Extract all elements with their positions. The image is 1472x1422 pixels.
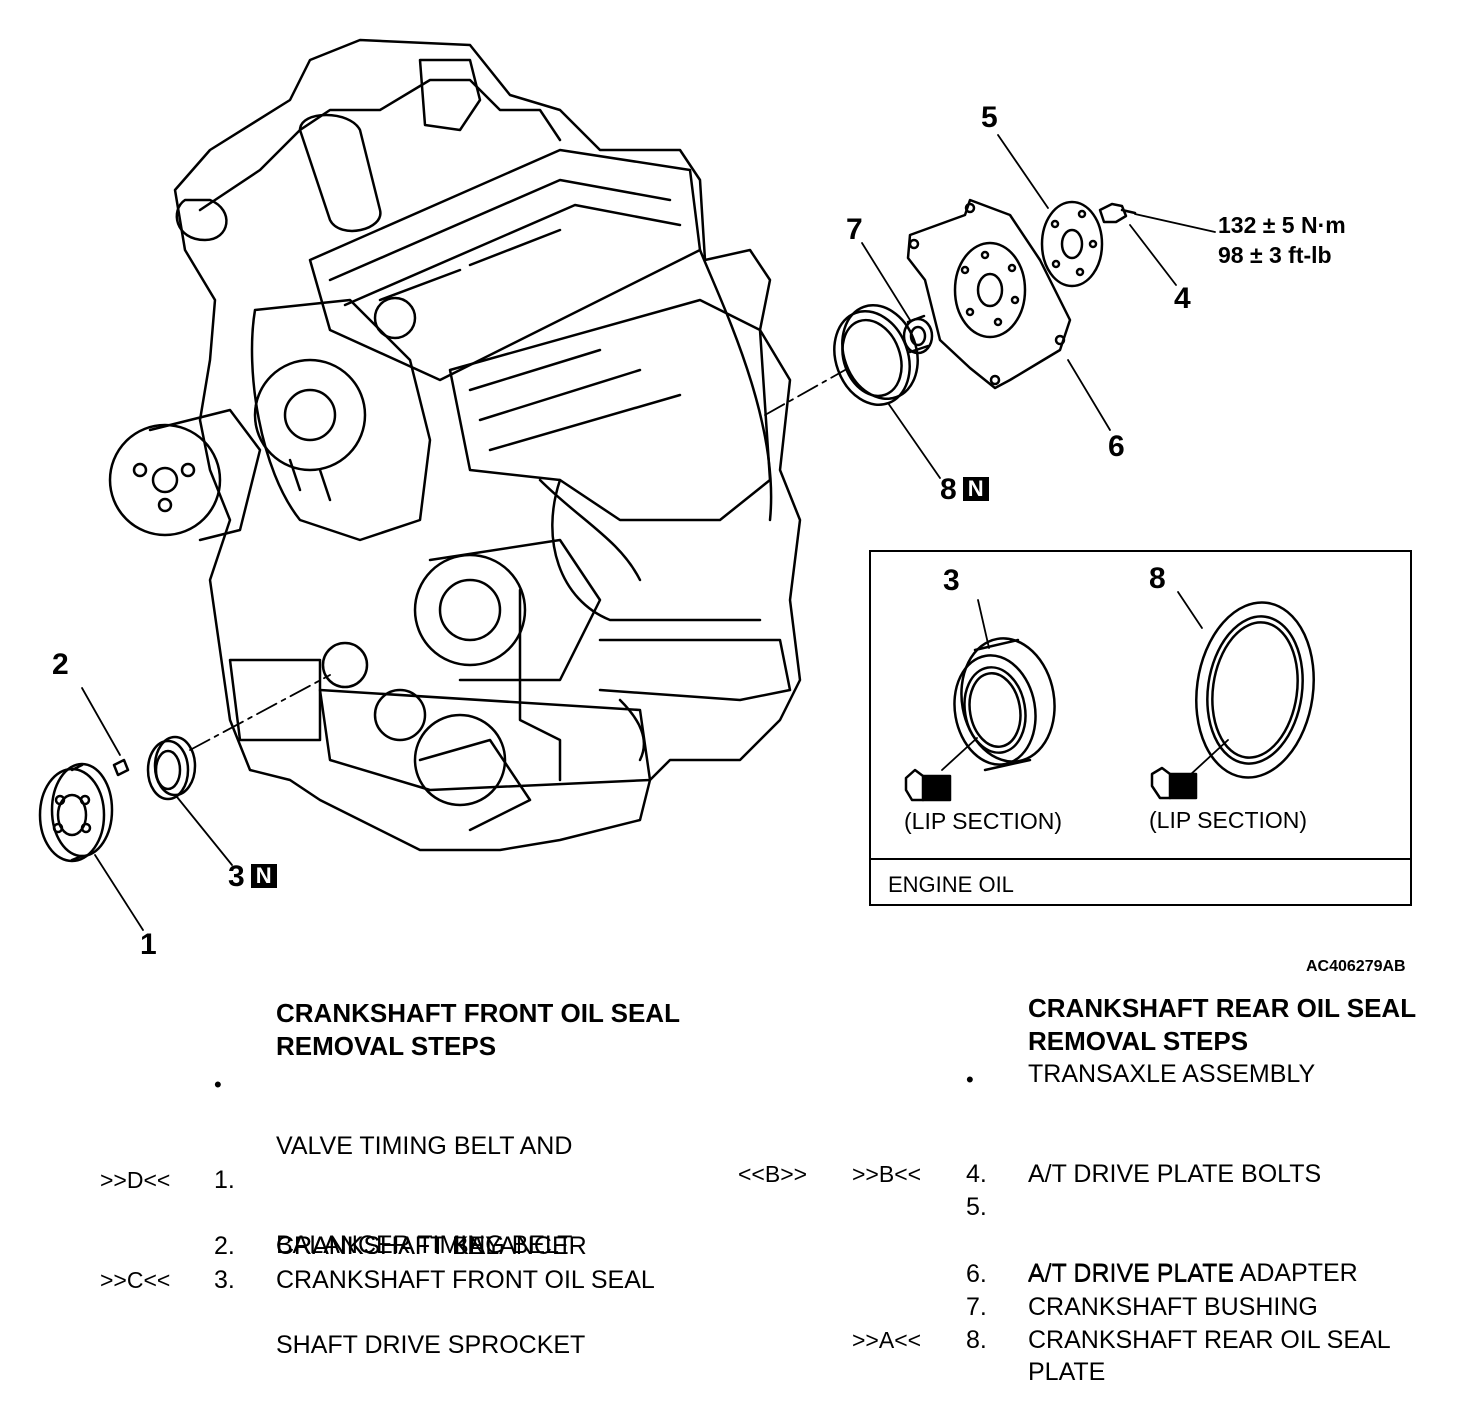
rear-title-line1: CRANKSHAFT REAR OIL SEAL — [1028, 993, 1417, 1023]
rear-step8-text: CRANKSHAFT REAR OIL SEAL — [1028, 1326, 1391, 1354]
oil-seal-detail-inset: 3 8 (LIP SECTION) (LIP SECTION) ENGINE O… — [869, 550, 1412, 906]
callout-7: 7 — [846, 213, 863, 246]
rear-section-title: CRANKSHAFT REAR OIL SEAL REMOVAL STEPS — [1028, 992, 1416, 1058]
engine-block — [108, 38, 802, 852]
lip-section-icon-right — [1150, 766, 1198, 800]
drive-plate-part — [906, 198, 1072, 390]
rear-title-line2: REMOVAL STEPS — [1028, 1026, 1249, 1056]
drive-plate-bolt-part — [1098, 202, 1137, 224]
front-title-line2: REMOVAL STEPS — [276, 1031, 497, 1061]
engine-exploded-illustration — [38, 38, 1315, 931]
front-step3-mark: >>C<< — [100, 1267, 171, 1293]
front-step3-num: 3. — [214, 1266, 235, 1294]
rear-step5-line2: PLATE — [1028, 1358, 1106, 1386]
callout-6: 6 — [1108, 430, 1125, 463]
rear-oil-seal-part — [833, 303, 919, 407]
rear-step7-text: CRANKSHAFT BUSHING — [1028, 1293, 1318, 1321]
front-step1-text: CRANKSHAFT BALANCER SHAFT DRIVE SPROCKET — [276, 1164, 587, 1395]
torque-spec: 132 ± 5 N·m 98 ± 3 ft-lb — [1218, 210, 1346, 270]
front-pre-line2: BALANCER TIMING BELT — [276, 1231, 573, 1259]
inset-footer: ENGINE OIL — [871, 858, 1410, 908]
callout-5: 5 — [981, 101, 998, 134]
front-step2-text: CRANKSHAFT KEY — [276, 1232, 502, 1260]
rear-step5-text: A/T DRIVE PLATE ADAPTER PLATE — [1028, 1191, 1358, 1422]
front-step1-num: 1. — [214, 1166, 235, 1194]
crankshaft-sprocket-part — [38, 762, 114, 863]
inset-front-seal-detail — [941, 599, 1056, 772]
callout-1: 1 — [140, 928, 157, 961]
front-step1-line2: SHAFT DRIVE SPROCKET — [276, 1331, 586, 1359]
crankshaft-key-part — [112, 758, 130, 777]
rear-step4-text: A/T DRIVE PLATE BOLTS — [1028, 1160, 1322, 1188]
front-bullet: • — [214, 1072, 222, 1097]
lip-section-label-right: (LIP SECTION) — [1149, 807, 1308, 833]
callout-8-number: 8 — [940, 473, 957, 506]
new-part-badge: N — [962, 477, 989, 501]
crankshaft-bushing-part — [902, 314, 934, 355]
rear-step8-num: 8. — [966, 1326, 987, 1354]
rear-step4-mark-left: <<B>> — [738, 1161, 808, 1187]
adapter-plate-part — [1040, 200, 1104, 288]
new-part-badge: N — [250, 864, 277, 888]
front-oil-seal-part — [146, 735, 197, 801]
inset-rear-seal-detail — [1177, 591, 1315, 779]
inset-callout-3: 3 — [943, 564, 960, 597]
rear-step4-mark: >>B<< — [852, 1161, 922, 1187]
front-step2-num: 2. — [214, 1232, 235, 1260]
figure-id: AC406279AB — [1306, 958, 1406, 975]
callout-4: 4 — [1174, 282, 1191, 315]
callout-3-number: 3 — [228, 860, 245, 893]
lip-section-label-left: (LIP SECTION) — [904, 808, 1063, 834]
inset-callout-8: 8 — [1149, 562, 1166, 595]
front-step1-line1: CRANKSHAFT BALANCER — [276, 1232, 587, 1260]
lip-section-icon-left — [904, 768, 952, 802]
front-step1-mark: >>D<< — [100, 1167, 171, 1193]
rear-step4-num: 4. — [966, 1160, 987, 1188]
rear-step5-line1: A/T DRIVE PLATE ADAPTER — [1028, 1259, 1358, 1287]
front-step3-text: CRANKSHAFT FRONT OIL SEAL — [276, 1266, 655, 1294]
torque-imperial: 98 ± 3 ft-lb — [1218, 242, 1332, 268]
front-pre-step: VALVE TIMING BELT AND BALANCER TIMING BE… — [276, 1064, 572, 1295]
callout-2: 2 — [52, 648, 69, 681]
rear-step6-num: 6. — [966, 1260, 987, 1288]
front-title-line1: CRANKSHAFT FRONT OIL SEAL — [276, 998, 680, 1028]
rear-step7-num: 7. — [966, 1293, 987, 1321]
rear-pre-step: TRANSAXLE ASSEMBLY — [1028, 1060, 1316, 1088]
rear-step5-num: 5. — [966, 1193, 987, 1221]
front-pre-line1: VALVE TIMING BELT AND — [276, 1132, 573, 1160]
torque-metric: 132 ± 5 N·m — [1218, 212, 1346, 238]
front-section-title: CRANKSHAFT FRONT OIL SEAL REMOVAL STEPS — [276, 997, 680, 1063]
rear-bullet: • — [966, 1067, 974, 1092]
rear-step8-mark: >>A<< — [852, 1327, 922, 1353]
rear-step6-text: A/T DRIVE PLATE — [1028, 1260, 1235, 1288]
engine-oil-label: ENGINE OIL — [888, 872, 1014, 897]
